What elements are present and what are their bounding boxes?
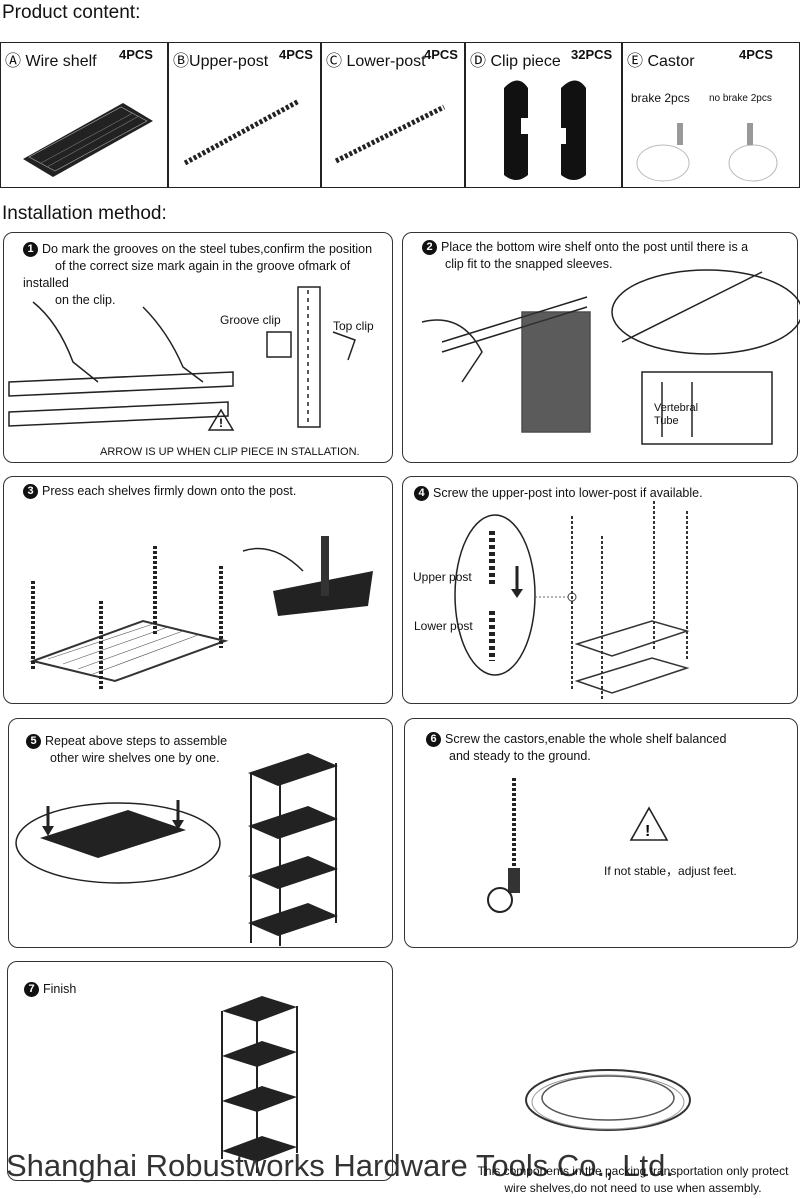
- company-watermark: Shanghai Robustworks Hardware Tools Co.,…: [6, 1148, 674, 1183]
- product-qty: 4PCS: [739, 47, 773, 62]
- product-name: Clip piece: [490, 53, 561, 70]
- product-name: Wire shelf: [25, 53, 97, 70]
- product-lower-post: Ⓒ Lower-post 4PCS: [321, 42, 465, 188]
- product-letter: Ⓔ: [627, 53, 644, 70]
- product-name: Upper-post: [189, 53, 269, 70]
- product-letter: Ⓒ: [326, 53, 343, 70]
- product-name: Lower-post: [346, 53, 426, 70]
- product-qty: 4PCS: [279, 47, 313, 62]
- step-number: 3: [23, 484, 38, 500]
- step-line: Repeat above steps to assemble: [45, 734, 228, 748]
- step-line: Screw the upper-post into lower-post if …: [433, 486, 703, 500]
- product-qty: 4PCS: [119, 47, 153, 62]
- step-1-text: 1 Do mark the grooves on the steel tubes,…: [23, 241, 388, 309]
- step-line: clip fit to the snapped sleeves.: [445, 257, 613, 271]
- finished-shelf-illustration: [221, 996, 298, 1173]
- product-letter: Ⓑ: [173, 53, 190, 70]
- vertebral-word: Vertebral: [654, 402, 699, 414]
- adjust-feet-note: If not stable，adjust feet.: [604, 864, 737, 878]
- step-3-panel: [3, 476, 393, 704]
- step-number: 4: [414, 486, 429, 502]
- step-1-panel: [3, 232, 393, 463]
- svg-text:!: !: [219, 416, 223, 430]
- step-2-illustration: [421, 269, 800, 445]
- step-2-text: 2 Place the bottom wire shelf onto the po…: [422, 239, 792, 273]
- product-letter: Ⓐ: [5, 53, 22, 70]
- product-qty: 4PCS: [424, 47, 458, 62]
- arrow-warning-text: ARROW IS UP WHEN CLIP PIECE IN STALLATIO…: [100, 446, 360, 458]
- step-6-panel: [404, 718, 798, 948]
- step-3-text: 3 Press each shelves firmly down onto the…: [23, 483, 296, 500]
- tube-word: Tube: [654, 415, 679, 427]
- upper-post-illustration: [183, 98, 301, 166]
- step-2-panel: [402, 232, 798, 463]
- packing-note-line2: wire shelves,do not need to use when ass…: [504, 1181, 762, 1195]
- step-5-text: 5 Repeat above steps to assemble other wi…: [26, 733, 227, 767]
- step-4-text: 4 Screw the upper-post into lower-post if…: [414, 485, 703, 502]
- lower-post-illustration: [334, 104, 446, 164]
- groove-clip-label: Groove clip: [220, 313, 281, 327]
- step-line: Finish: [43, 982, 77, 996]
- step-4-panel: [402, 476, 798, 704]
- step-number: 5: [26, 734, 41, 750]
- protective-ring-illustration: [525, 1069, 691, 1131]
- castor-brake-label: brake 2pcs: [631, 91, 690, 105]
- step-4-illustration: [454, 501, 690, 701]
- product-content-heading: Product content:: [2, 2, 141, 23]
- svg-text:!: !: [645, 823, 650, 840]
- step-1-illustration: !: [8, 286, 356, 431]
- step-5-panel: [8, 718, 393, 948]
- product-castor: Ⓔ Castor 4PCS brake 2pcs no brake 2pcs: [622, 42, 800, 188]
- installation-method-heading: Installation method:: [2, 203, 167, 224]
- wire-shelf-illustration: [23, 103, 153, 177]
- packing-note-line1: This components in the packing transport…: [477, 1164, 789, 1178]
- product-wire-shelf: Ⓐ Wire shelf 4PCS: [0, 42, 168, 188]
- clip-piece-illustration: [504, 80, 586, 180]
- castor-illustration: [636, 123, 778, 182]
- product-qty: 32PCS: [571, 47, 613, 62]
- step-line: of the correct size mark again in the gr…: [23, 259, 351, 290]
- step-number: 6: [426, 732, 441, 748]
- step-line: on the clip.: [55, 293, 116, 307]
- product-clip-piece: Ⓓ Clip piece 32PCS: [465, 42, 622, 188]
- step-7-panel: [7, 961, 393, 1181]
- step-number: 7: [24, 982, 39, 998]
- product-letter: Ⓓ: [470, 53, 487, 70]
- step-7-text: 7 Finish: [24, 981, 76, 998]
- step-6-illustration: !: [487, 778, 669, 913]
- step-number: 1: [23, 242, 38, 258]
- step-3-illustration: [29, 536, 373, 691]
- castor-no-brake-label: no brake 2pcs: [709, 93, 772, 104]
- step-5-illustration: [15, 753, 338, 946]
- step-line: Do mark the grooves on the steel tubes,c…: [42, 242, 373, 256]
- step-line: other wire shelves one by one.: [50, 751, 220, 765]
- product-upper-post: ⒷUpper-post 4PCS: [168, 42, 321, 188]
- step-line: and steady to the ground.: [449, 749, 591, 763]
- step-line: Press each shelves firmly down onto the …: [42, 484, 297, 498]
- step-line: Screw the castors,enable the whole shelf…: [445, 732, 727, 746]
- step-line: Place the bottom wire shelf onto the pos…: [441, 240, 749, 254]
- top-clip-label: Top clip: [333, 319, 374, 333]
- step-6-text: 6 Screw the castors,enable the whole shel…: [426, 731, 726, 765]
- packing-note: This components in the packing transport…: [468, 1163, 798, 1197]
- step-number: 2: [422, 240, 437, 256]
- product-name: Castor: [647, 53, 695, 70]
